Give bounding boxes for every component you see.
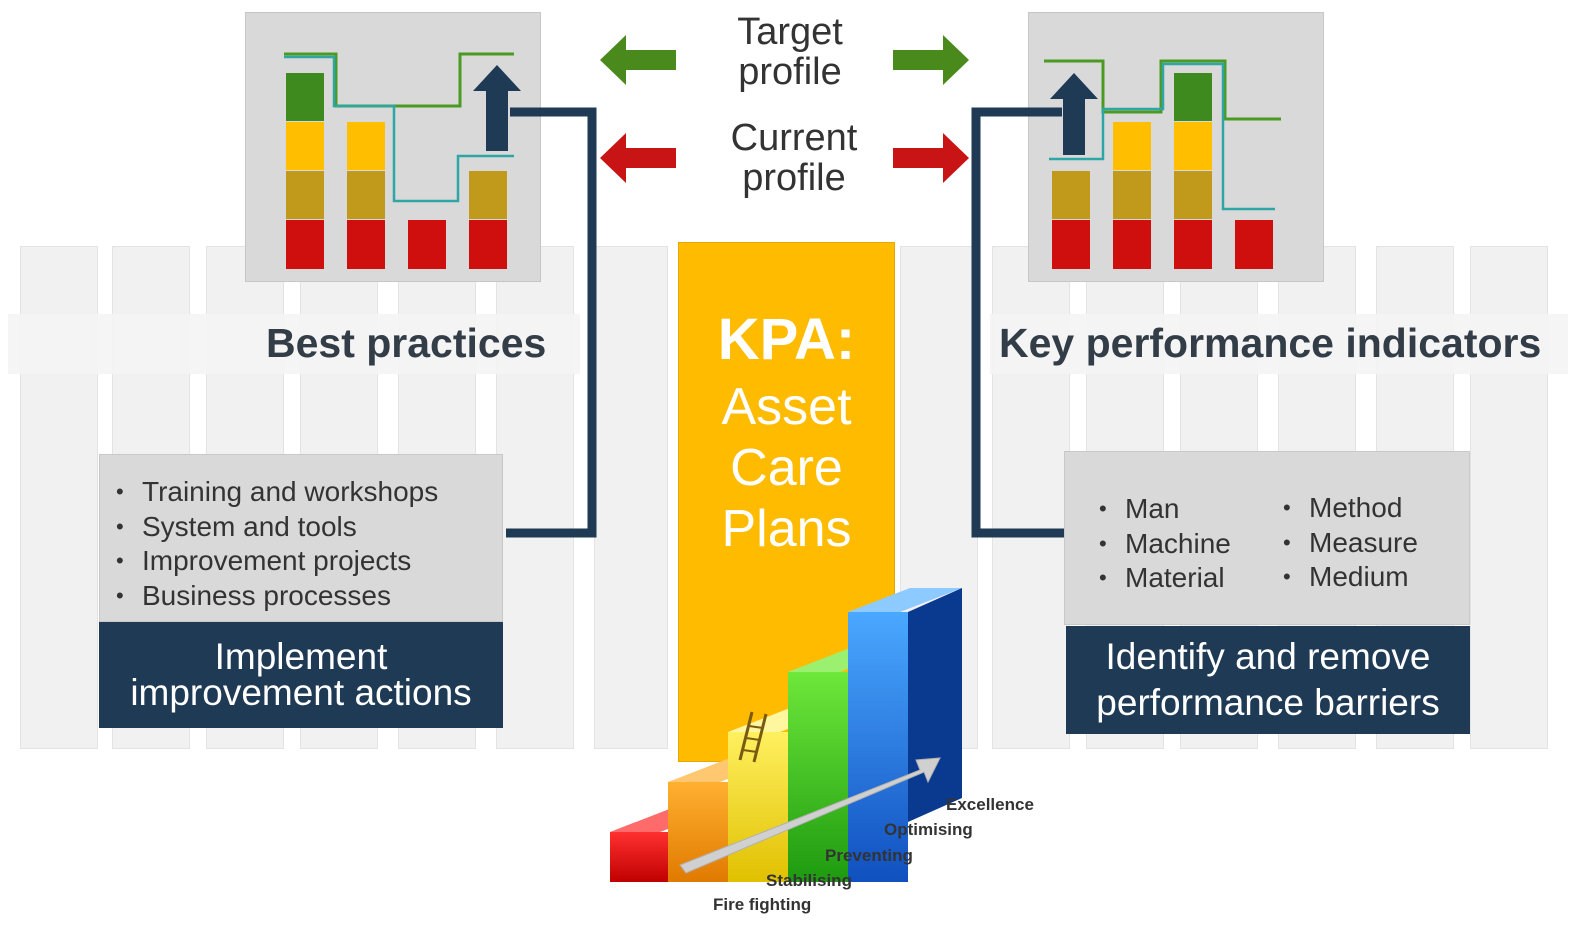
best-practices-profile-chart xyxy=(245,12,541,282)
current-profile-label-line2: profile xyxy=(742,157,846,199)
bar-segment-olive xyxy=(1113,171,1151,219)
implement-actions-line2: improvement actions xyxy=(130,672,472,713)
maturity-label-fire-fighting: Fire fighting xyxy=(713,895,812,914)
maturity-staircase xyxy=(610,588,962,882)
bar-segment-olive xyxy=(286,171,324,219)
target-profile-line xyxy=(1044,59,1281,121)
bar-segment-olive xyxy=(347,171,385,219)
current-profile-line xyxy=(284,55,514,203)
list-item: Material xyxy=(1091,561,1231,596)
kpi-profile-chart xyxy=(1028,12,1324,282)
bar-column-4 xyxy=(1235,220,1273,269)
current-arrow-right-icon xyxy=(893,133,969,183)
target-profile-label: Target profile xyxy=(700,12,880,92)
right-connector-line xyxy=(971,107,1064,538)
best-practices-heading: Best practices xyxy=(266,320,547,366)
identify-barriers-box: Identify and remove performance barriers xyxy=(1066,626,1470,734)
list-item: System and tools xyxy=(108,510,502,545)
list-item: Man xyxy=(1091,492,1231,527)
maturity-label-optimising: Optimising xyxy=(884,820,973,839)
target-profile-label-line2: profile xyxy=(738,51,842,93)
bar-column-3 xyxy=(408,220,446,269)
bar-column-2 xyxy=(347,122,385,269)
list-item: Measure xyxy=(1275,526,1418,561)
list-item: Method xyxy=(1275,491,1418,526)
maturity-label-excellence: Excellence xyxy=(946,795,1034,814)
ladder-icon xyxy=(738,711,768,763)
list-item: Medium xyxy=(1275,560,1418,595)
current-profile-line xyxy=(1049,62,1275,211)
best-practices-list: Training and workshops System and tools … xyxy=(108,475,502,613)
kpa-line-asset: Asset xyxy=(721,378,852,436)
bar-segment-olive xyxy=(1174,171,1212,219)
identify-barriers-line2: performance barriers xyxy=(1096,682,1440,723)
kpi-heading: Key performance indicators xyxy=(999,320,1542,366)
bar-segment-yellow xyxy=(347,122,385,170)
target-arrow-left-icon xyxy=(600,35,676,85)
bar-segment-red xyxy=(1235,220,1273,269)
best-practices-list-panel: Training and workshops System and tools … xyxy=(99,454,503,622)
up-arrow-icon xyxy=(1050,73,1098,155)
bar-column-4 xyxy=(469,171,507,269)
kpa-title: KPA: xyxy=(717,307,856,372)
bar-segment-red xyxy=(286,220,324,269)
bar-segment-red xyxy=(1113,220,1151,269)
kpa-line-plans: Plans xyxy=(721,500,852,558)
bar-column-1 xyxy=(1052,171,1090,269)
bar-segment-yellow xyxy=(286,122,324,170)
bar-segment-olive xyxy=(1052,171,1090,219)
list-item: Business processes xyxy=(108,579,502,614)
implement-actions-line1: Implement xyxy=(214,636,388,677)
profile-bars-left xyxy=(284,52,521,269)
kpi-factors-panel: Man Machine Material Method Measure Medi… xyxy=(1064,451,1470,625)
maturity-label-stabilising: Stabilising xyxy=(766,871,852,890)
profile-bars-right xyxy=(1044,59,1281,269)
left-connector-line xyxy=(506,107,597,538)
target-profile-label-line1: Target xyxy=(737,11,843,53)
target-arrow-right-icon xyxy=(893,35,969,85)
heading-band-right xyxy=(990,314,1568,374)
bar-segment-red xyxy=(408,220,446,269)
bar-column-3 xyxy=(1174,73,1212,269)
current-arrow-left-icon xyxy=(600,133,676,183)
bar-column-2 xyxy=(1113,122,1151,269)
bar-column-1 xyxy=(286,73,324,269)
maturity-label-preventing: Preventing xyxy=(825,846,913,865)
current-profile-label-line1: Current xyxy=(730,117,858,159)
list-item: Improvement projects xyxy=(108,544,502,579)
bar-segment-green xyxy=(1174,73,1212,121)
kpi-factors-list-col2: Method Measure Medium xyxy=(1275,491,1418,595)
up-arrow-icon xyxy=(473,65,521,151)
heading-band-left xyxy=(8,314,580,374)
list-item: Training and workshops xyxy=(108,475,502,510)
identify-barriers-line1: Identify and remove xyxy=(1105,636,1431,677)
current-profile-label: Current profile xyxy=(704,118,884,198)
implement-actions-box: Implement improvement actions xyxy=(99,622,503,728)
list-item: Machine xyxy=(1091,527,1231,562)
target-profile-line xyxy=(284,52,514,108)
bar-segment-green xyxy=(286,73,324,121)
bar-segment-red xyxy=(347,220,385,269)
bar-segment-olive xyxy=(469,171,507,219)
bar-segment-red xyxy=(1174,220,1212,269)
progress-arrow-icon xyxy=(679,757,941,874)
bar-segment-yellow xyxy=(1113,122,1151,170)
bar-segment-red xyxy=(469,220,507,269)
bar-segment-yellow xyxy=(1174,122,1212,170)
bar-segment-red xyxy=(1052,220,1090,269)
kpi-factors-list-col1: Man Machine Material xyxy=(1091,492,1231,596)
kpa-line-care: Care xyxy=(730,439,843,497)
